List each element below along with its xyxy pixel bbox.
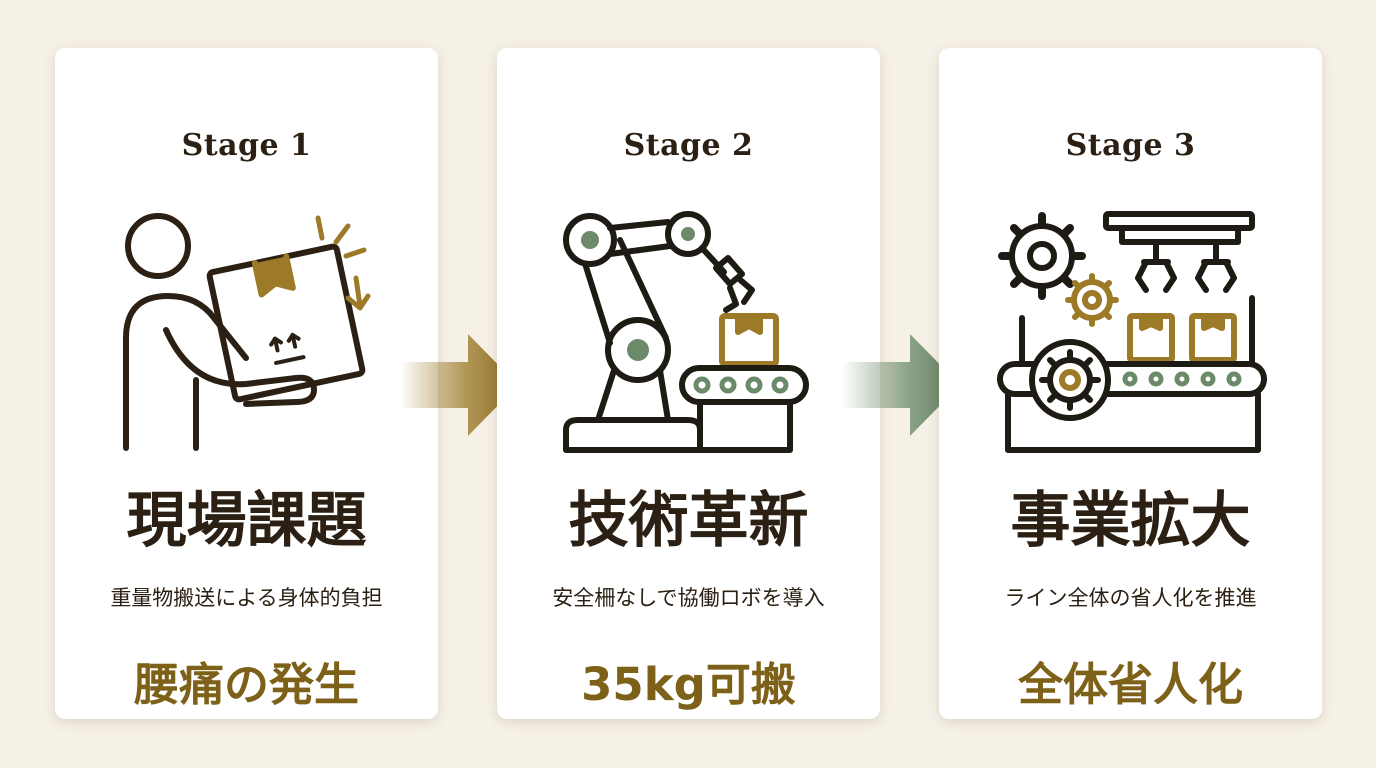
stage-heading: 技術革新 (568, 486, 809, 556)
stage-description: 安全柵なしで協働ロボを導入 (552, 586, 825, 610)
robot-arm-conveyor-icon (538, 198, 838, 468)
automated-line-icon (980, 198, 1280, 468)
stage-label: Stage 1 (181, 128, 312, 163)
stage-outcome: 35kg可搬 (581, 658, 796, 711)
stage-heading: 事業拡大 (1010, 486, 1251, 556)
stage-card-3: Stage 3 (939, 48, 1322, 719)
stage-outcome: 腰痛の発生 (133, 658, 359, 711)
stage-card-1: Stage 1 現場 (55, 48, 438, 719)
green-arrow-icon (842, 330, 962, 440)
stage-description: ライン全体の省人化を推進 (1004, 586, 1257, 610)
stage-card-2: Stage 2 (497, 48, 880, 719)
stage-label: Stage 3 (1065, 128, 1196, 163)
stage-heading: 現場課題 (126, 486, 367, 556)
stage-label: Stage 2 (623, 128, 754, 163)
stage-outcome: 全体省人化 (1017, 658, 1243, 711)
worker-lifting-box-icon (96, 198, 396, 468)
gold-arrow-icon (400, 330, 520, 440)
stage-description: 重量物搬送による身体的負担 (110, 586, 383, 610)
